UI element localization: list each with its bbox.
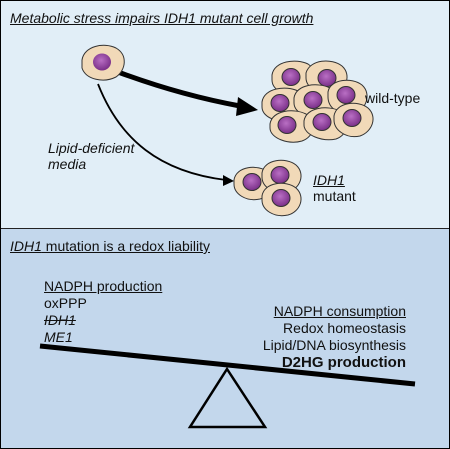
mutant-label-gene: IDH1: [313, 172, 345, 188]
start-cell: [81, 44, 125, 81]
consumption-item-redox: Redox homeostasis: [283, 320, 406, 336]
production-item-idh1: IDH1: [44, 312, 76, 328]
top-panel-title: Metabolic stress impairs IDH1 mutant cel…: [10, 10, 314, 26]
wildtype-label: wild-type: [365, 90, 421, 106]
seesaw-fulcrum: [187, 366, 268, 429]
wildtype-cell-cluster: [261, 60, 374, 143]
thick-arrow-head: [236, 97, 258, 116]
production-item-oxppp: oxPPP: [44, 295, 87, 311]
consumption-item-lipid-dna: Lipid/DNA biosynthesis: [262, 337, 406, 353]
mutant-label-text: mutant: [313, 188, 356, 204]
thin-arrow-head: [223, 175, 234, 186]
title-rest: mutation is a redox liability: [41, 238, 210, 254]
seesaw-beam: [39, 343, 416, 387]
production-header: NADPH production: [44, 278, 163, 294]
mutant-cell-cluster: [233, 159, 302, 217]
thick-arrow: [115, 69, 243, 109]
consumption-item-d2hg: D2HG production: [281, 354, 406, 371]
title-gene: IDH1: [10, 238, 42, 254]
thin-arrow: [97, 83, 227, 181]
top-panel: [1, 1, 449, 229]
media-label-line1: Lipid-deficient: [48, 140, 135, 156]
production-item-me1: ME1: [44, 329, 73, 345]
bottom-panel: [1, 229, 449, 448]
bottom-panel-title: IDH1 mutation is a redox liability: [10, 238, 210, 254]
media-label-line2: media: [48, 156, 87, 172]
consumption-header: NADPH consumption: [273, 303, 406, 319]
